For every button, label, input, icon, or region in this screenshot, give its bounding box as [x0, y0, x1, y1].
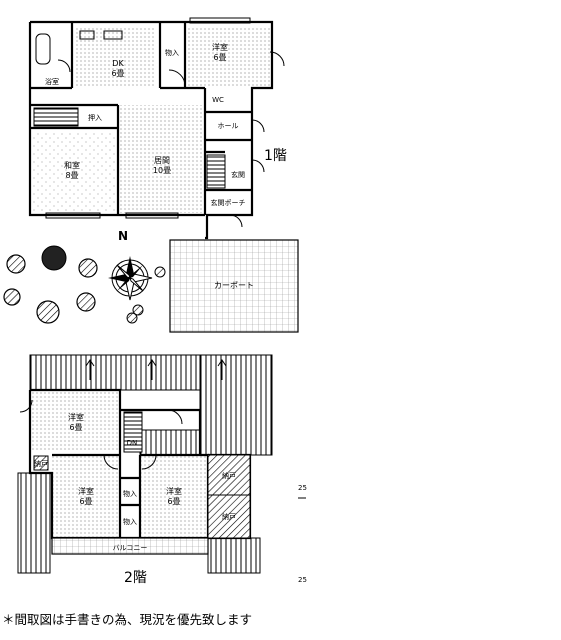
label-bath: 浴室 — [45, 77, 59, 86]
staircase-1f — [33, 107, 79, 127]
door-swing — [141, 454, 157, 470]
label-porch: 玄関ポーチ — [211, 198, 246, 207]
door-swing — [168, 69, 186, 87]
label-western-right-size: 6畳 — [167, 497, 180, 506]
footnote: ＊間取図は手書きの為、現況を優先致します — [2, 612, 253, 627]
scale-mark: 25 — [298, 576, 307, 584]
door-swing — [167, 409, 183, 425]
label-storage-2: 納戸 — [222, 512, 236, 521]
label-japanese-size: 8畳 — [65, 171, 78, 180]
arrow-icon — [217, 359, 227, 380]
roof-mid — [139, 429, 201, 456]
scale-mark: 25 — [298, 484, 307, 492]
door-swing — [269, 51, 285, 67]
compass-north-label: N — [118, 229, 128, 243]
western-right-floor — [140, 455, 206, 537]
stairs-hall — [206, 154, 226, 189]
arrow-icon — [147, 359, 157, 380]
label-western-left: 洋室 — [78, 486, 94, 496]
label-living: 居間 — [154, 156, 170, 165]
door-swing — [19, 399, 33, 413]
label-closet-c: 納戸 — [34, 459, 48, 468]
storage-area-1 — [207, 454, 251, 496]
label-stairs-dn: DN — [127, 439, 138, 447]
label-closet2: 押入 — [88, 113, 102, 122]
storage-area-2 — [207, 494, 251, 539]
stove-icon — [79, 30, 95, 40]
japanese-floor — [28, 132, 116, 212]
label-wc: WC — [212, 96, 224, 104]
staircase-2f — [123, 411, 143, 453]
label-hall: ホール — [218, 122, 239, 130]
label-living-size: 10畳 — [153, 166, 171, 175]
western-left-floor — [52, 455, 118, 537]
label-closet-b: 物入 — [123, 517, 137, 526]
label-storage-1: 納戸 — [222, 471, 236, 480]
western-top-floor — [32, 390, 118, 452]
door-swing — [251, 119, 265, 133]
roof-bottom-right — [207, 537, 261, 574]
tree-icons — [3, 245, 166, 324]
roof-right — [199, 354, 273, 456]
label-japanese: 和室 — [64, 160, 80, 170]
carport-area — [169, 239, 299, 333]
label-western-top: 洋室 — [68, 412, 84, 422]
bathtub-icon — [35, 33, 51, 65]
window — [189, 17, 251, 24]
compass-icon — [108, 256, 153, 301]
label-balcony: バルコニー — [113, 544, 148, 552]
door-swing — [251, 159, 265, 173]
western1-floor — [185, 26, 270, 86]
label-dk: DK — [112, 59, 124, 68]
floor1-label: 1階 — [264, 148, 287, 164]
sink-icon — [103, 30, 123, 40]
living-floor — [118, 105, 206, 213]
window — [45, 212, 101, 219]
label-entrance: 玄関 — [231, 170, 245, 179]
balcony-area — [51, 537, 209, 555]
floor2-plan: 洋室 6畳 洋室 6畳 洋室 6畳 物入 物入 納戸 納戸 納戸 DN バルコニ… — [17, 354, 307, 586]
label-western-left-size: 6畳 — [79, 497, 92, 506]
floor2-label: 2階 — [124, 570, 147, 586]
label-western-top-size: 6畳 — [69, 423, 82, 432]
label-carport: カーポート — [214, 281, 254, 290]
dk-floor — [76, 28, 156, 88]
shelf-icon — [33, 455, 49, 471]
window — [125, 212, 179, 219]
door-swing — [229, 214, 243, 228]
roof-left — [17, 472, 51, 574]
label-western1-size: 6畳 — [213, 53, 226, 62]
door-swing — [103, 454, 119, 470]
label-closet1: 物入 — [165, 48, 179, 57]
arrow-icon — [85, 359, 95, 380]
label-western-right: 洋室 — [166, 486, 182, 496]
label-western1: 洋室 — [212, 42, 228, 52]
label-dk-size: 6畳 — [111, 69, 124, 78]
door-swing — [57, 59, 71, 73]
floor1-plan: 洋室 6畳 DK 6畳 居間 10畳 和室 8畳 物入 押入 ホール 玄関 玄関… — [3, 17, 299, 333]
label-closet-a: 物入 — [123, 489, 137, 498]
